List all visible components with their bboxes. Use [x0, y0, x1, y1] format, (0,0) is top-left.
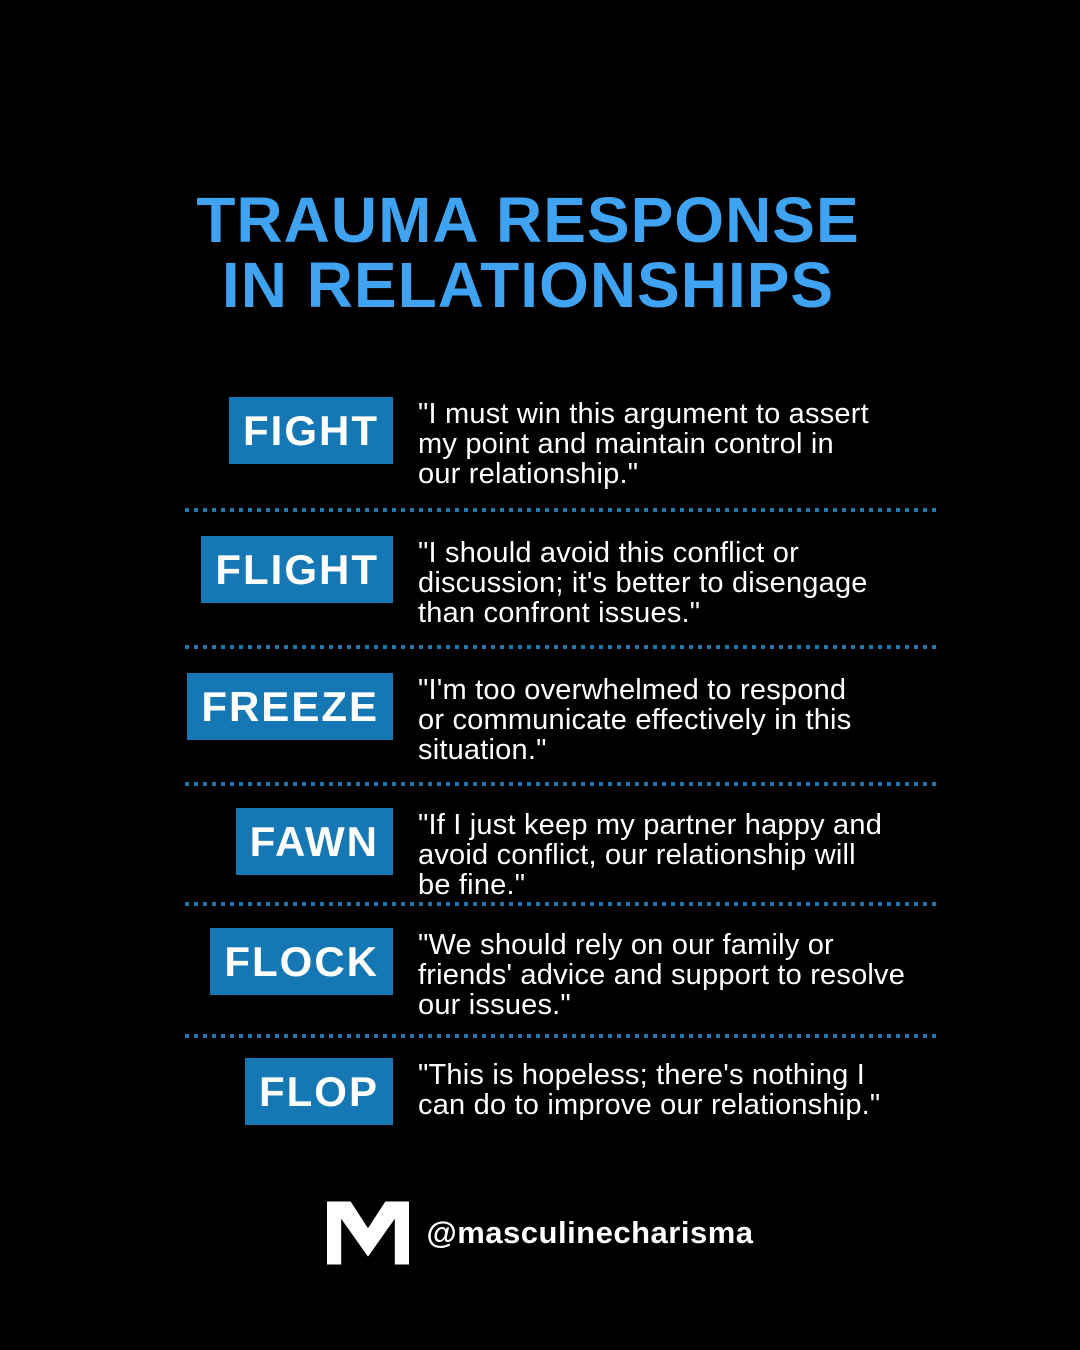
fight-badge: FIGHT: [229, 397, 393, 464]
m-logo-icon: [326, 1201, 409, 1265]
dotted-separator: [185, 645, 937, 649]
dotted-separator: [185, 902, 937, 906]
fawn-quote: "If I just keep my partner happy and avo…: [418, 809, 883, 901]
row-fight: FIGHT "I must win this argument to asser…: [185, 397, 985, 489]
account-handle: @masculinecharisma: [426, 1215, 754, 1250]
flock-badge: FLOCK: [210, 928, 393, 995]
row-fawn: FAWN "If I just keep my partner happy an…: [185, 808, 985, 900]
flight-quote: "I should avoid this conflict or discuss…: [418, 537, 868, 629]
badge-column: FREEZE: [185, 673, 393, 740]
page-title: TRAUMA RESPONSE IN RELATIONSHIPS: [196, 184, 860, 321]
badge-column: FIGHT: [185, 397, 393, 464]
flock-quote: "We should rely on our family or friends…: [418, 929, 906, 1021]
row-flock: FLOCK "We should rely on our family or f…: [185, 928, 985, 1020]
row-freeze: FREEZE "I'm too overwhelmed to respond o…: [185, 673, 985, 765]
badge-column: FLOP: [185, 1058, 393, 1125]
fight-quote: "I must win this argument to assert my p…: [418, 398, 869, 490]
dotted-separator: [185, 1034, 937, 1038]
badge-column: FLOCK: [185, 928, 393, 995]
freeze-badge: FREEZE: [187, 673, 393, 740]
dotted-separator: [185, 508, 937, 512]
flight-badge: FLIGHT: [201, 536, 393, 603]
flop-badge: FLOP: [245, 1058, 393, 1125]
dotted-separator: [185, 782, 937, 786]
row-flop: FLOP "This is hopeless; there's nothing …: [185, 1058, 985, 1125]
freeze-quote: "I'm too overwhelmed to respond or commu…: [418, 674, 852, 766]
row-flight: FLIGHT "I should avoid this conflict or …: [185, 536, 985, 628]
fawn-badge: FAWN: [235, 808, 393, 875]
footer-branding: @masculinecharisma: [0, 1201, 1080, 1265]
flop-quote: "This is hopeless; there's nothing I can…: [418, 1059, 881, 1121]
badge-column: FLIGHT: [185, 536, 393, 603]
badge-column: FAWN: [185, 808, 393, 875]
